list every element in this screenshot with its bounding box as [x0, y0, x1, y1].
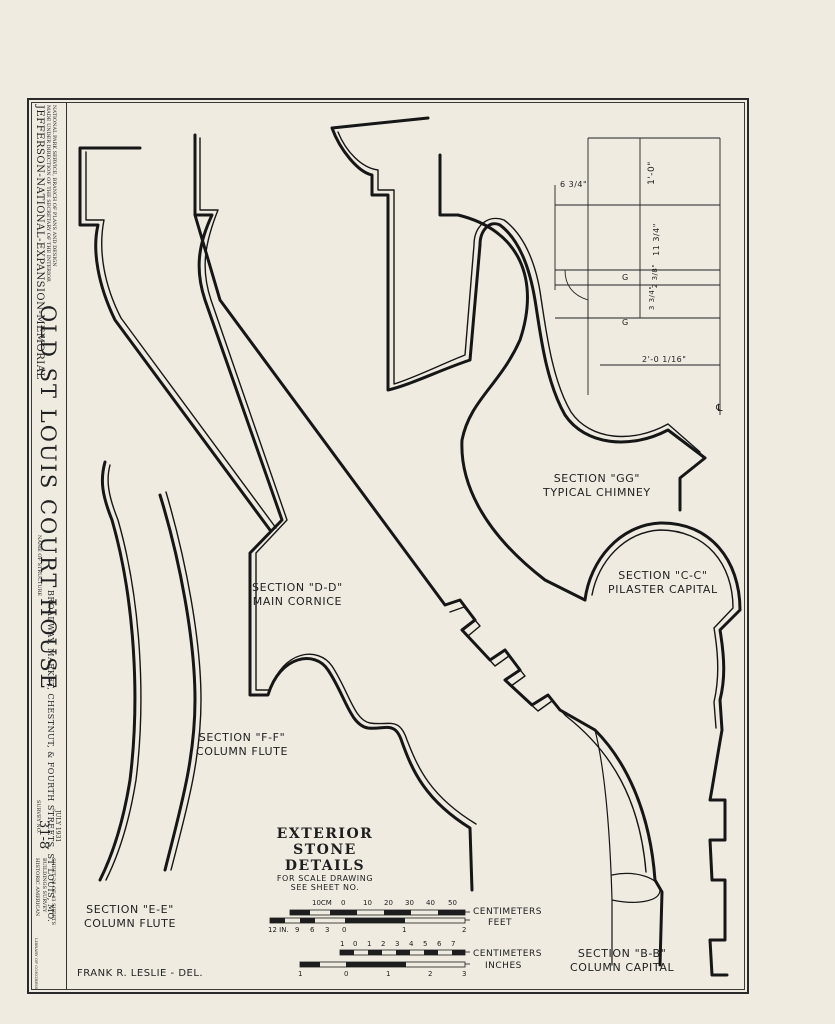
- section-cc-edge: [78, 146, 272, 532]
- sheet-number: SHEET 28 OF 43 SHEETS: [50, 858, 56, 925]
- section-cc-subtitle: PILASTER CAPITAL: [608, 583, 718, 596]
- section-cc-title: SECTION "C-C": [618, 569, 708, 582]
- section-gg-subtitle: TYPICAL CHIMNEY: [543, 486, 651, 499]
- section-ee-title: SECTION "E-E": [86, 903, 174, 916]
- title-strip: [31, 102, 67, 990]
- feet-tick: 2: [462, 926, 467, 934]
- cm2-tick: 1: [367, 940, 372, 948]
- section-bb-profile: [193, 213, 664, 967]
- library-stamp: LIBRARY OF CONGRESS: [34, 938, 39, 990]
- feet-tick: 9: [295, 926, 300, 934]
- cm2-tick: 3: [395, 940, 400, 948]
- feet-tick: 12 IN.: [268, 926, 289, 934]
- cm-tick: 40: [426, 899, 435, 907]
- cm-tick: 50: [448, 899, 457, 907]
- cm2-tick: 6: [437, 940, 442, 948]
- section-gg-label: SECTION "GG" TYPICAL CHIMNEY: [543, 472, 651, 500]
- cm-tick: 30: [405, 899, 414, 907]
- cm-tick: 10CM: [312, 899, 332, 907]
- drawing-title-1: EXTERIOR STONE: [276, 826, 374, 858]
- agency-line-1: MADE UNDER DIRECTION OF THE SECRETARY OF…: [45, 105, 51, 282]
- sheet-border: [27, 98, 749, 994]
- memorial-name: JEFFERSON-NATIONAL-EXPANSION-MEMORIAL: [34, 105, 45, 380]
- cm2-tick: 7: [451, 940, 456, 948]
- section-bb-label: SECTION "B-B" COLUMN CAPITAL: [570, 947, 674, 975]
- cm-tick: 20: [384, 899, 393, 907]
- section-dd-profile: [193, 133, 474, 892]
- section-gg-profile: [330, 116, 707, 512]
- section-bb-title: SECTION "B-B": [577, 947, 667, 960]
- section-cc-label: SECTION "C-C" PILASTER CAPITAL: [608, 569, 718, 597]
- section-dd-label: SECTION "D-D" MAIN CORNICE: [252, 581, 343, 609]
- section-dd-title: SECTION "D-D": [252, 581, 343, 594]
- cm-tick: 10: [363, 899, 372, 907]
- inch-tick: 3: [462, 970, 467, 978]
- section-bb-subtitle: COLUMN CAPITAL: [570, 961, 675, 974]
- cm2-tick: 2: [381, 940, 386, 948]
- survey-date: JULY 1931: [54, 810, 61, 843]
- section-ff-label: SECTION "F-F" COLUMN FLUTE: [196, 731, 288, 759]
- cm2-tick: 4: [409, 940, 414, 948]
- feet-tick: 6: [310, 926, 315, 934]
- drawing-title-block: EXTERIOR STONE DETAILS FOR SCALE DRAWING…: [250, 826, 400, 892]
- feet-tick: 0: [342, 926, 347, 934]
- habs-line-1: HISTORIC AMERICAN: [34, 858, 40, 917]
- drawing-title-2: DETAILS: [284, 858, 366, 874]
- centerline-mark: ℄: [716, 403, 723, 414]
- section-ee-subtitle: COLUMN FLUTE: [84, 917, 177, 930]
- section-dd-subtitle: MAIN CORNICE: [252, 595, 343, 608]
- scale-centimeters-2-label: CENTIMETERS: [473, 949, 542, 959]
- feet-tick: 1: [402, 926, 407, 934]
- gg-dimension-lines: [554, 137, 721, 415]
- cm2-tick: 0: [353, 940, 358, 948]
- agency-line-2: NATIONAL PARK SERVICE, BRANCH OF PLANS A…: [51, 105, 57, 267]
- section-gg-title: SECTION "GG": [553, 472, 641, 485]
- cm2-tick: 1: [340, 940, 345, 948]
- grade-mark-1: G: [622, 273, 629, 282]
- cm2-tick: 5: [423, 940, 428, 948]
- section-ee-label: SECTION "E-E" COLUMN FLUTE: [84, 903, 176, 931]
- scale-inches-label: INCHES: [485, 961, 522, 971]
- scale-feet-label: FEET: [488, 918, 513, 928]
- habs-line-2: BUILDINGS SURVEY: [41, 858, 47, 913]
- structure-name: OLD ST LOUIS COURT HOUSE: [36, 305, 60, 692]
- scale-centimeters-label: CENTIMETERS: [473, 907, 542, 917]
- scale-note-1: FOR SCALE DRAWING: [276, 874, 374, 883]
- section-cc-capital: [583, 521, 742, 977]
- section-ff-title: SECTION "F-F": [198, 731, 286, 744]
- feet-tick: 3: [325, 926, 330, 934]
- structure-name-label: NAME OF STRUCTURE: [36, 535, 42, 597]
- dim-6-3-4: 6 3/4": [560, 180, 588, 189]
- section-ee-profile: [98, 460, 137, 882]
- delineator-credit: FRANK R. LESLIE - DEL.: [77, 968, 204, 979]
- section-ff-subtitle: COLUMN FLUTE: [196, 745, 289, 758]
- survey-number: 31-8: [36, 820, 51, 850]
- section-ff-profile: [158, 493, 197, 872]
- address: BROADWAY, MARKET, CHESTNUT, & FOURTH STR…: [46, 590, 55, 923]
- inch-tick: 0: [344, 970, 349, 978]
- scale-note-2: SEE SHEET NO.: [290, 883, 360, 892]
- inch-tick: 2: [428, 970, 433, 978]
- cm-tick: 0: [341, 899, 346, 907]
- grade-mark-2: G: [622, 318, 629, 327]
- sheet-inner-border: [31, 102, 745, 990]
- survey-label: SURVEY NO.: [35, 800, 41, 834]
- inch-tick: 1: [298, 970, 303, 978]
- dim-2-0-1-16: 2'-0 1/16": [642, 355, 687, 364]
- inch-tick: 1: [386, 970, 391, 978]
